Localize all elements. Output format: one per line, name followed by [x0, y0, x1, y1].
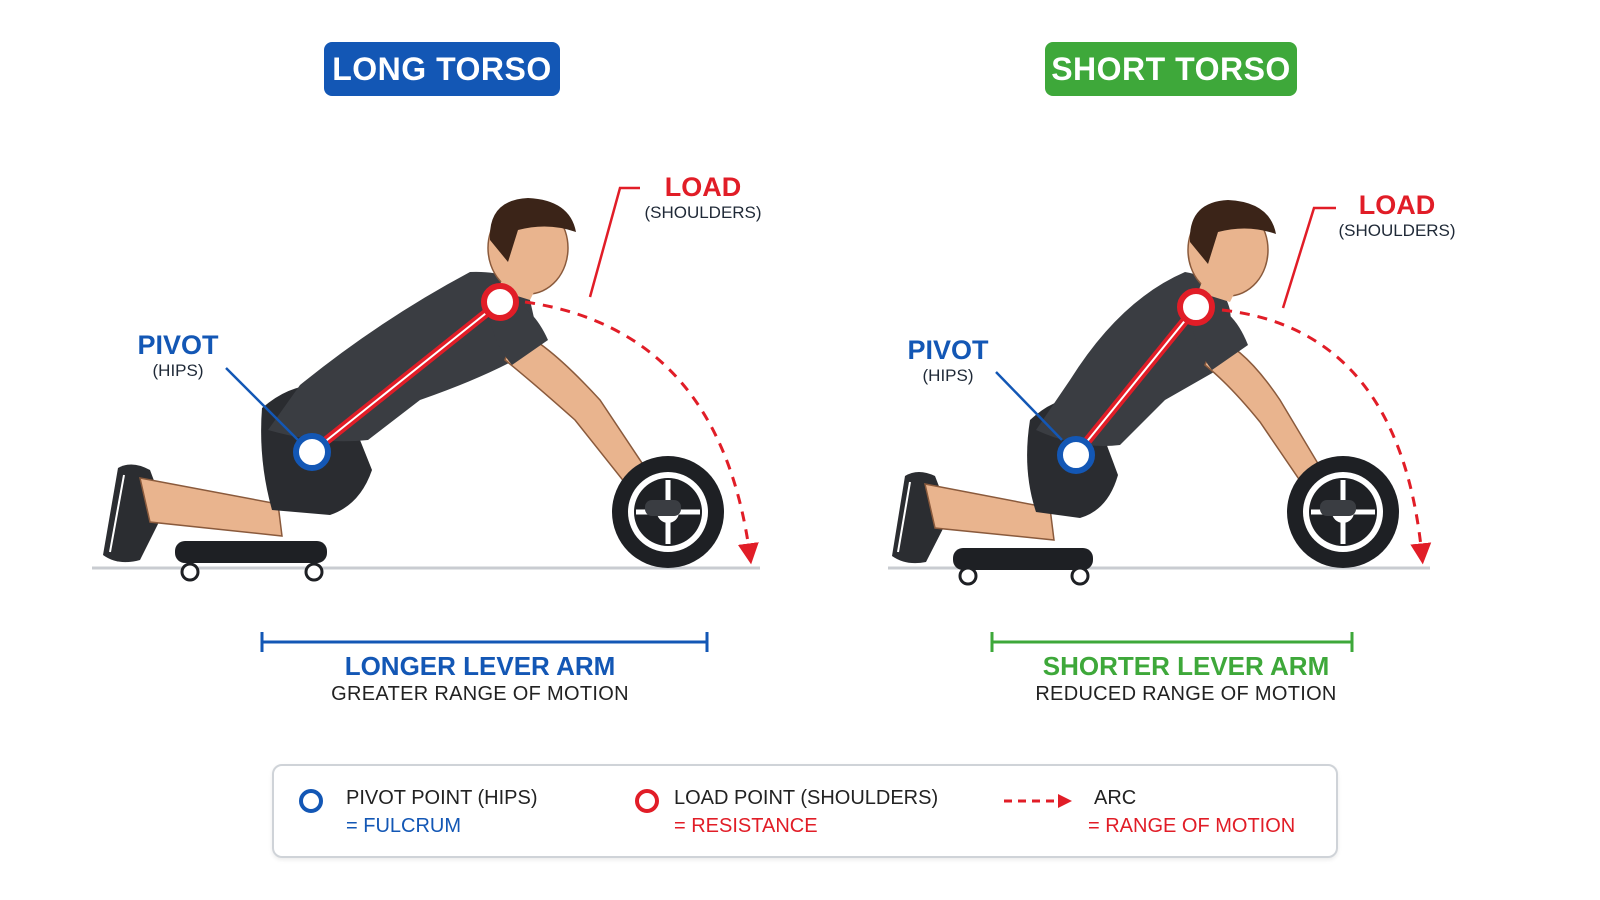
load-circle-icon — [1177, 288, 1215, 326]
lever-summary-title: SHORTER LEVER ARM — [1042, 651, 1330, 681]
short-pivot-label: PIVOT (HIPS) — [888, 335, 1008, 387]
load-label-text: LOAD — [664, 172, 742, 202]
pivot-circle-icon — [293, 433, 331, 471]
lever-measure-bar — [260, 632, 709, 652]
long-torso-title-badge: LONG TORSO — [324, 42, 560, 96]
lever-measure-bar — [990, 632, 1354, 652]
lever-summary-sub: GREATER RANGE OF MOTION — [331, 683, 629, 705]
legend-arc-meaning: = RANGE OF MOTION — [1088, 815, 1296, 837]
head — [487, 198, 576, 300]
load-circle-icon — [635, 789, 659, 813]
long-torso-figure — [92, 186, 760, 652]
legend-pivot-meaning: = FULCRUM — [346, 815, 462, 837]
pivot-label-text: PIVOT — [907, 335, 989, 365]
legend-load-label: LOAD POINT (SHOULDERS) — [674, 787, 939, 809]
short-torso-title-badge: SHORT TORSO — [1045, 42, 1297, 96]
ab-roller-wheel-icon — [1287, 456, 1399, 568]
short-load-label: LOAD (SHOULDERS) — [1324, 190, 1470, 242]
long-pivot-label: PIVOT (HIPS) — [118, 330, 238, 382]
knee-pad-icon — [953, 548, 1093, 586]
legend-load-meaning: = RESISTANCE — [674, 815, 818, 837]
long-lever-summary: LONGER LEVER ARM GREATER RANGE OF MOTION — [300, 651, 660, 707]
load-sub-text: (SHOULDERS) — [644, 203, 762, 222]
pivot-sub-text: (HIPS) — [152, 361, 204, 380]
dashed-arc-arrow-icon — [524, 300, 759, 565]
shirt — [268, 271, 540, 442]
pivot-circle-icon — [299, 789, 323, 813]
ab-roller-wheel-icon — [612, 456, 724, 568]
lever-summary-sub: REDUCED RANGE OF MOTION — [1035, 683, 1337, 705]
head — [1187, 200, 1276, 302]
dashed-arc-arrow-icon — [1221, 308, 1432, 565]
dashed-arc-arrow-icon — [1004, 794, 1072, 808]
load-pointer — [1281, 206, 1336, 309]
shin — [924, 483, 1055, 541]
long-load-label: LOAD (SHOULDERS) — [630, 172, 776, 224]
pivot-pointer — [995, 371, 1063, 441]
pivot-circle-icon — [1057, 436, 1095, 474]
shin — [139, 477, 283, 537]
load-pointer — [588, 186, 640, 298]
load-sub-text: (SHOULDERS) — [1338, 221, 1456, 240]
legend-arc-label: ARC — [1094, 787, 1137, 809]
pivot-pointer — [225, 367, 299, 441]
pivot-sub-text: (HIPS) — [922, 366, 974, 385]
lever-summary-title: LONGER LEVER ARM — [344, 651, 616, 681]
legend-pivot-label: PIVOT POINT (HIPS) — [346, 787, 538, 809]
knee-pad-icon — [175, 541, 327, 582]
pivot-label-text: PIVOT — [137, 330, 219, 360]
load-circle-icon — [481, 283, 519, 321]
load-label-text: LOAD — [1358, 190, 1436, 220]
short-torso-figure — [888, 200, 1432, 652]
legend-box: PIVOT POINT (HIPS) = FULCRUM LOAD POINT … — [272, 764, 1338, 858]
short-lever-summary: SHORTER LEVER ARM REDUCED RANGE OF MOTIO… — [1006, 651, 1366, 707]
